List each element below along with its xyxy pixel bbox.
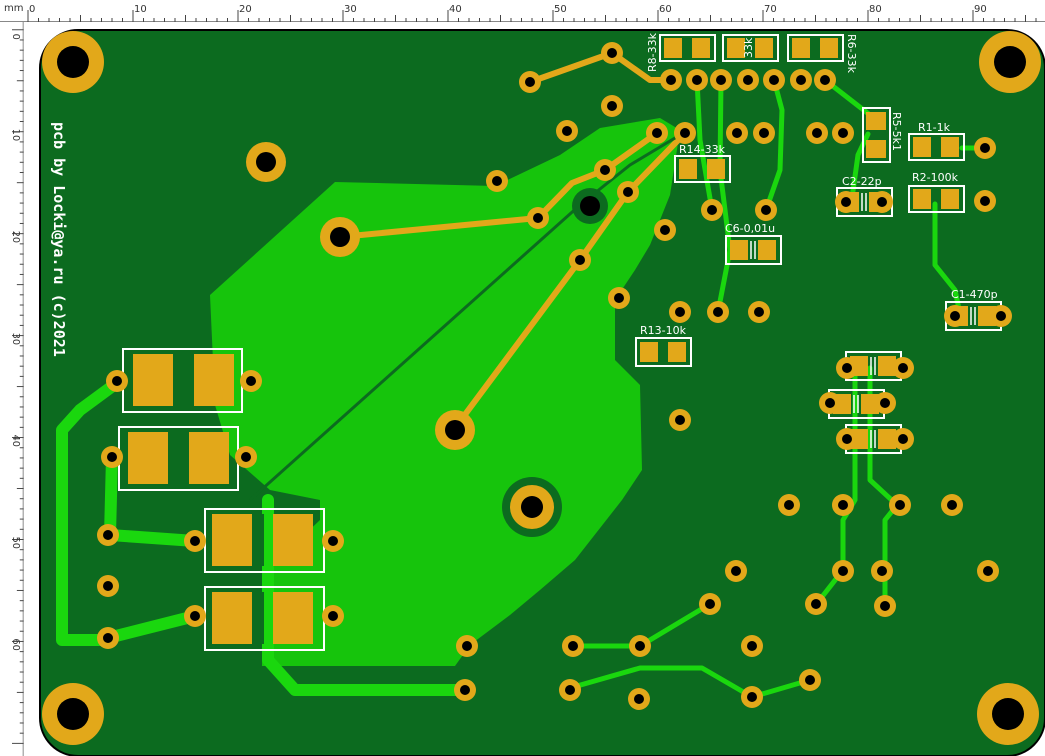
mounting-holes (42, 31, 1041, 745)
ruler-unit: mm (4, 3, 23, 14)
svg-text:20: 20 (239, 4, 252, 15)
pad-dividers (177, 354, 264, 644)
svg-text:70: 70 (764, 4, 777, 15)
svg-text:60: 60 (659, 4, 672, 15)
svg-text:30: 30 (10, 333, 21, 345)
ruler-left[interactable]: 0 10 20 30 40 50 60 (0, 22, 24, 756)
label-c1: C1-470p (951, 288, 998, 301)
label-r5: R5-5k1 (890, 112, 903, 151)
ruler-left-labels: 0 10 20 30 40 50 60 (10, 34, 21, 651)
capacitor-marks (750, 193, 976, 448)
smd-pads (128, 38, 996, 644)
label-r2: R2-100k (912, 171, 959, 184)
isolation-gaps (249, 133, 681, 502)
copper-pour (210, 118, 680, 666)
svg-text:10: 10 (10, 129, 21, 141)
ruler-top-labels: 0 10 20 30 40 50 60 70 80 90 (29, 4, 987, 15)
svg-text:80: 80 (869, 4, 882, 15)
svg-text:30: 30 (344, 4, 357, 15)
large-pads (246, 142, 608, 537)
svg-text:40: 40 (449, 4, 462, 15)
label-r7: 33k (742, 37, 755, 58)
label-r14: R14-33k (679, 143, 726, 156)
label-r8: R8-33k (646, 32, 659, 72)
ruler-top[interactable]: mm 0 10 20 30 40 50 60 70 80 90 (0, 0, 1045, 22)
label-c6: C6-0,01u (725, 222, 775, 235)
svg-text:50: 50 (10, 537, 21, 549)
label-c2: C2-22p (842, 175, 882, 188)
svg-text:0: 0 (29, 4, 35, 15)
svg-text:0: 0 (10, 34, 21, 40)
svg-text:20: 20 (10, 231, 21, 243)
svg-text:50: 50 (554, 4, 567, 15)
label-r1: R1-1k (918, 121, 951, 134)
author-signature: pcb by Locki@ya.ru (c)2021 (50, 122, 68, 357)
svg-text:40: 40 (10, 435, 21, 447)
svg-text:90: 90 (974, 4, 987, 15)
label-r13: R13-10k (640, 324, 687, 337)
signal-traces (567, 77, 988, 700)
svg-text:60: 60 (10, 639, 21, 651)
svg-text:10: 10 (134, 4, 147, 15)
label-r6: R6-33k (845, 34, 858, 74)
